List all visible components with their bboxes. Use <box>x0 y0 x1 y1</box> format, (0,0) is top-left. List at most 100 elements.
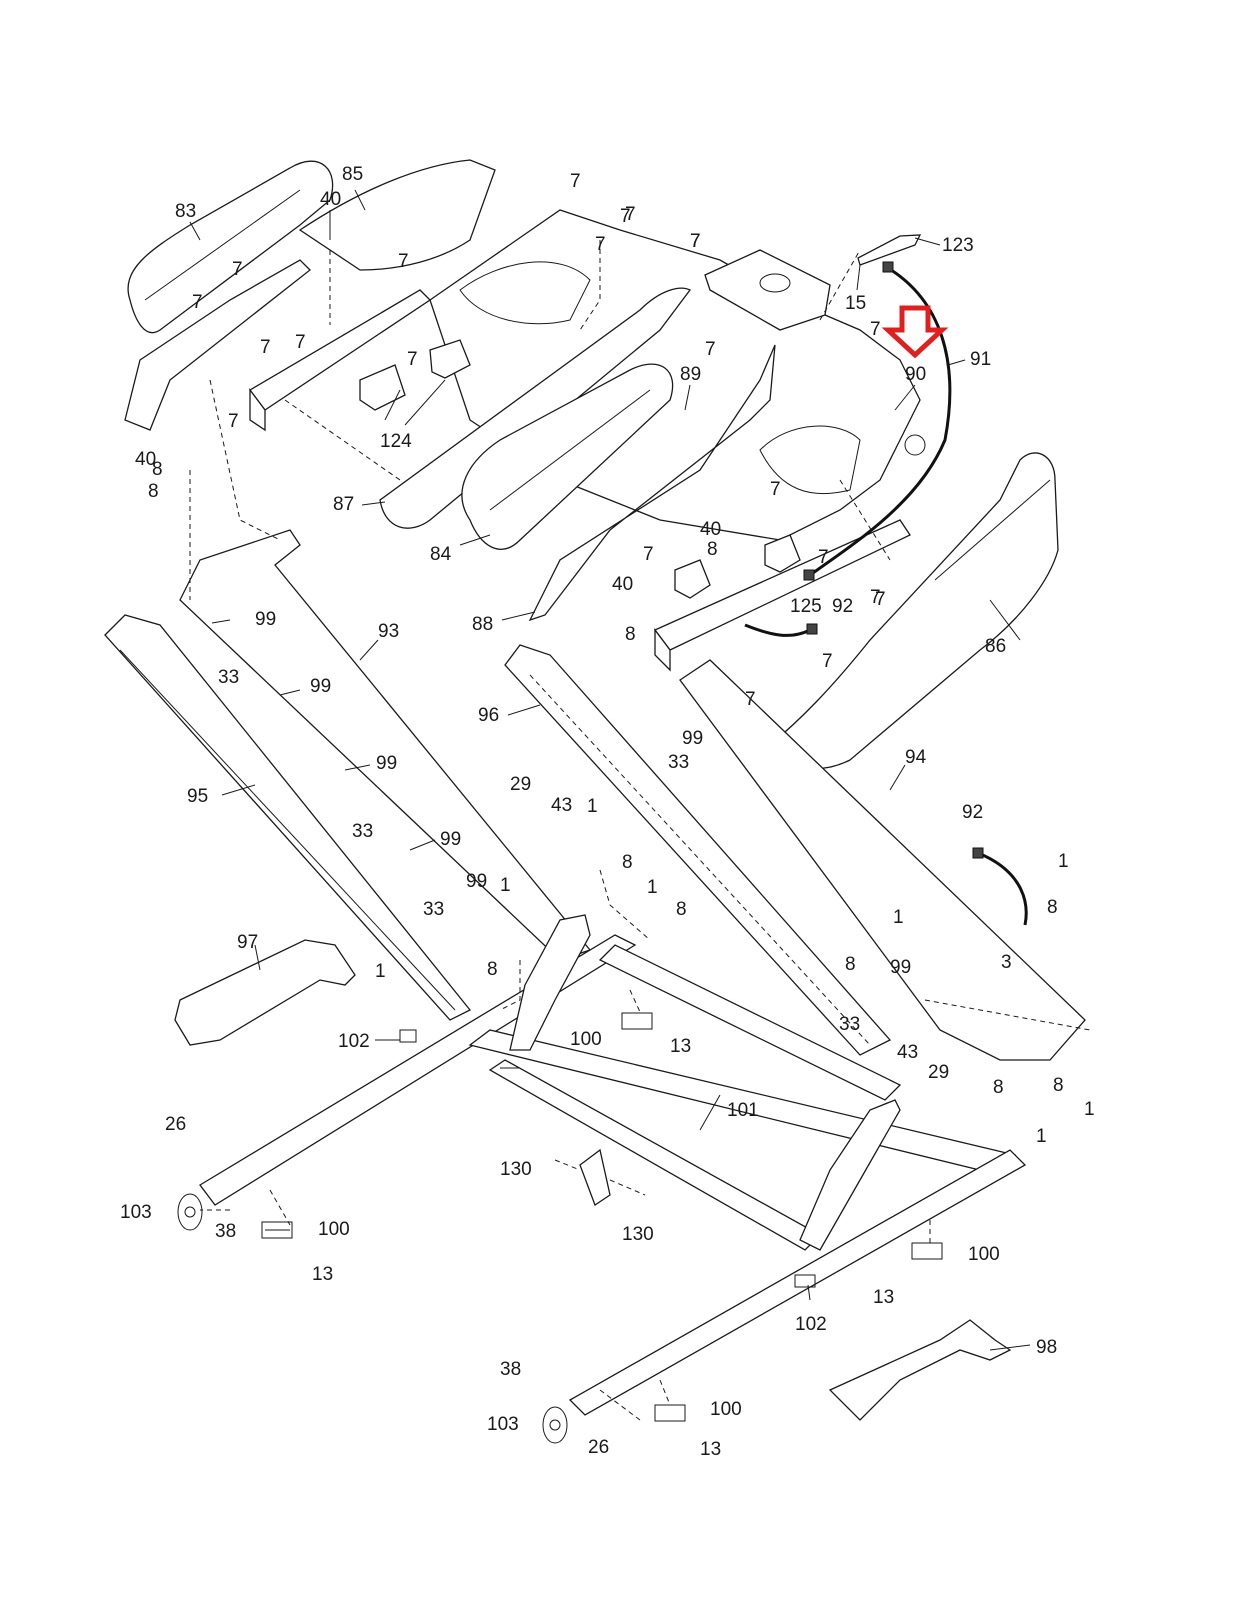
part-callout-7: 7 <box>870 587 881 608</box>
part-callout-94: 94 <box>905 747 927 768</box>
part-callout-38: 38 <box>215 1221 237 1242</box>
part-callout-93: 93 <box>378 621 400 642</box>
part-callout-13: 13 <box>670 1036 692 1057</box>
part-callout-130: 130 <box>500 1159 532 1180</box>
part-callout-103: 103 <box>487 1414 519 1435</box>
part-callout-7: 7 <box>407 349 418 370</box>
part-callout-99: 99 <box>440 829 462 850</box>
left-cover-85 <box>298 159 496 271</box>
part-callout-8: 8 <box>622 852 633 873</box>
center-mount-bracket <box>653 519 911 672</box>
part-callout-7: 7 <box>818 547 829 568</box>
part-callout-83: 83 <box>175 201 197 222</box>
part-callout-92: 92 <box>962 802 984 823</box>
part-callout-125: 125 <box>790 596 822 617</box>
part-callout-33: 33 <box>423 899 445 920</box>
part-callout-95: 95 <box>187 786 209 807</box>
part-callout-123: 123 <box>942 235 974 256</box>
part-callout-1: 1 <box>375 961 386 982</box>
part-callout-3: 3 <box>1001 952 1012 973</box>
part-callout-13: 13 <box>312 1264 334 1285</box>
wheel-103-left <box>177 1193 203 1231</box>
part-callout-8: 8 <box>625 624 636 645</box>
part-callout-43: 43 <box>897 1042 919 1063</box>
part-callout-100: 100 <box>318 1219 350 1240</box>
cover-87 <box>379 287 691 529</box>
part-callout-102: 102 <box>338 1031 370 1052</box>
part-callout-26: 26 <box>588 1437 610 1458</box>
part-callout-7: 7 <box>595 234 606 255</box>
part-callout-8: 8 <box>1047 897 1058 918</box>
part-callout-7: 7 <box>228 411 239 432</box>
cover-88 <box>528 344 776 622</box>
part-callout-33: 33 <box>839 1014 861 1035</box>
part-callout-1: 1 <box>1084 1099 1095 1120</box>
assembly-lines <box>189 240 1091 1421</box>
part-callout-40: 40 <box>135 449 157 470</box>
part-callout-87: 87 <box>333 494 355 515</box>
part-callout-130: 130 <box>622 1224 654 1245</box>
cover-98 <box>828 1319 1012 1421</box>
part-callout-8: 8 <box>1053 1075 1064 1096</box>
part-callout-7: 7 <box>570 171 581 192</box>
part-callout-103: 103 <box>120 1202 152 1223</box>
part-callout-8: 8 <box>152 459 163 480</box>
part-callout-8: 8 <box>148 481 159 502</box>
part-callout-100: 100 <box>968 1244 1000 1265</box>
part-callout-7: 7 <box>870 319 881 340</box>
part-callout-91: 91 <box>970 349 992 370</box>
part-callout-7: 7 <box>295 332 306 353</box>
base-frame-101 <box>199 914 1027 1416</box>
part-callout-8: 8 <box>845 954 856 975</box>
part-callout-86: 86 <box>985 636 1007 657</box>
part-callout-101: 101 <box>727 1100 759 1121</box>
part-callout-97: 97 <box>237 932 259 953</box>
part-callout-33: 33 <box>668 752 690 773</box>
part-callout-8: 8 <box>993 1077 1004 1098</box>
part-callout-7: 7 <box>192 292 203 313</box>
part-callout-7: 7 <box>705 339 716 360</box>
part-callout-99: 99 <box>376 753 398 774</box>
part-callout-29: 29 <box>928 1062 950 1083</box>
part-callout-1: 1 <box>647 877 658 898</box>
part-callout-99: 99 <box>255 609 277 630</box>
part-callout-7: 7 <box>690 231 701 252</box>
part-callout-7: 7 <box>875 589 886 610</box>
part-callout-102: 102 <box>795 1314 827 1335</box>
part-callout-1: 1 <box>1036 1126 1047 1147</box>
part-callout-38: 38 <box>500 1359 522 1380</box>
part-callout-33: 33 <box>352 821 374 842</box>
part-callout-40: 40 <box>700 519 722 540</box>
rail-94 <box>679 659 1086 1061</box>
part-callout-29: 29 <box>510 774 532 795</box>
cover-97 <box>174 939 356 1046</box>
part-callout-13: 13 <box>700 1439 722 1460</box>
part-callout-7: 7 <box>260 337 271 358</box>
part-callout-99: 99 <box>890 957 912 978</box>
part-callout-7: 7 <box>620 206 631 227</box>
part-callout-124: 124 <box>380 431 412 452</box>
part-callout-26: 26 <box>165 1114 187 1135</box>
part-callout-7: 7 <box>770 479 781 500</box>
part-callout-90: 90 <box>905 364 927 385</box>
part-callout-8: 8 <box>487 959 498 980</box>
part-callout-7: 7 <box>398 251 409 272</box>
part-callout-98: 98 <box>1036 1337 1058 1358</box>
part-callout-40: 40 <box>612 574 634 595</box>
part-callout-15: 15 <box>845 293 867 314</box>
rail-96 <box>504 644 892 1056</box>
part-callout-7: 7 <box>625 204 636 225</box>
part-callout-13: 13 <box>873 1287 895 1308</box>
part-callout-99: 99 <box>310 676 332 697</box>
highlight-arrow <box>881 305 949 359</box>
cover-84 <box>461 363 674 550</box>
part-callout-88: 88 <box>472 614 494 635</box>
cable-92-upper <box>744 623 818 637</box>
part-callout-7: 7 <box>822 651 833 672</box>
left-cover-83 <box>127 160 334 334</box>
part-callout-1: 1 <box>1058 851 1069 872</box>
cover-86 <box>769 452 1059 770</box>
cable-92-lower <box>972 847 1028 926</box>
